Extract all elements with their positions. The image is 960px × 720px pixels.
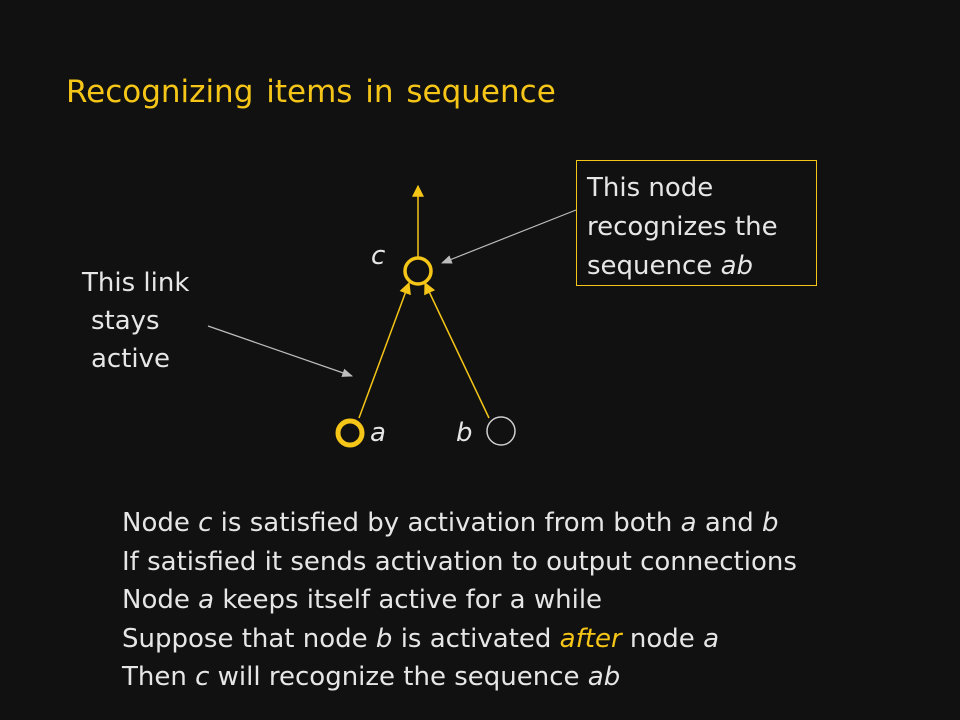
explanation-line-5: Then c will recognize the sequence ab: [122, 662, 621, 692]
explanation-line-2: If satisfied it sends activation to outp…: [122, 546, 797, 577]
explanation-line-4: Suppose that node b is activated after n…: [122, 623, 719, 654]
explanation-text: Node c is satisfied by activation from b…: [122, 504, 797, 697]
callout-line-2: recognizes the: [587, 212, 778, 242]
node-b-label: b: [456, 418, 473, 448]
node-c: [403, 256, 433, 286]
node-a-label: a: [370, 418, 386, 448]
slide-title: Recognizing items in sequence: [66, 74, 556, 110]
link-note-pointer: [207, 325, 354, 377]
callout-line-1: This node: [587, 173, 714, 203]
link-note: This link stays active: [82, 264, 189, 378]
link-note-line-2: stays: [91, 306, 160, 336]
link-b-to-c: [424, 281, 490, 419]
node-a: [335, 418, 365, 448]
explanation-line-1: Node c is satisfied by activation from b…: [122, 508, 779, 538]
explanation-line-3: Node a keeps itself active for a while: [122, 585, 603, 615]
callout-line-3: sequence ab: [587, 251, 753, 281]
link-a-to-c: [358, 281, 411, 419]
node-b: [486, 416, 516, 446]
link-note-line-1: This link: [82, 268, 190, 298]
link-note-line-3: active: [91, 344, 171, 374]
callout-pointer: [440, 209, 577, 264]
callout-box: This node recognizes the sequence ab: [576, 160, 817, 286]
node-c-label: c: [371, 241, 386, 271]
